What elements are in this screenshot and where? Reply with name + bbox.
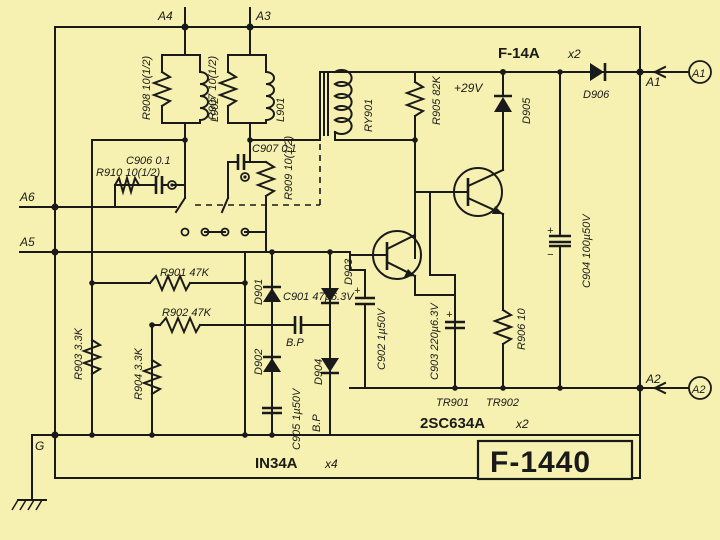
transistor-qty-label: x2 — [515, 417, 529, 431]
r905-label: R905 82K — [431, 75, 443, 125]
ry901-label: RY901 — [363, 99, 375, 132]
d903-label: D903 — [343, 258, 355, 285]
c905-bp-label: B.P — [311, 414, 323, 432]
r901-label: R901 47K — [160, 267, 210, 279]
svg-text:+: + — [547, 225, 554, 237]
d902-label: D902 — [253, 349, 265, 375]
pin-a4-label: A4 — [157, 9, 173, 23]
c901-label: C901 47µ6.3V — [283, 291, 355, 303]
d901-label: D901 — [253, 279, 265, 305]
diode-qty-label: x4 — [324, 457, 338, 471]
pin-a6-label: A6 — [19, 190, 35, 204]
l901-label: L901 — [275, 98, 287, 122]
snubber-section — [54, 139, 321, 253]
pin-a1-circle-label: A1 — [691, 68, 705, 80]
transistor-section: + — [349, 159, 514, 389]
diode-type-label: IN34A — [255, 455, 298, 472]
r904-label: R904 3.3K — [133, 347, 145, 400]
tr902-label: TR902 — [486, 397, 519, 409]
model-number: F-1440 — [490, 446, 591, 479]
r903-label: R903 3.3K — [73, 327, 85, 380]
r902-label: R902 47K — [162, 307, 212, 319]
power-section: + − — [404, 60, 712, 400]
tr901-label: TR901 — [436, 397, 469, 409]
c901-bp-label: B.P — [286, 337, 304, 349]
c904-label: C904 100µ50V — [581, 213, 593, 288]
detector-section: + — [81, 251, 375, 436]
svg-text:+: + — [354, 285, 361, 297]
d905-label: D905 — [521, 97, 533, 124]
r908-label: R908 10(1/2) — [141, 55, 153, 120]
pin-a5-label: A5 — [19, 235, 35, 249]
r906-label: R906 10 — [516, 308, 528, 350]
c906-label: C906 0.1 — [126, 155, 171, 167]
c903-label: C903 220µ6.3V — [429, 302, 441, 380]
r907-label: R907 10(1/2) — [207, 55, 219, 120]
fuse-qty-label: x2 — [567, 47, 581, 61]
pin-a1-label: A1 — [645, 75, 661, 89]
fuse-label: F-14A — [498, 45, 540, 62]
relay-ry901 — [323, 69, 416, 141]
coil-section — [91, 54, 336, 436]
plus29v-label: +29V — [454, 81, 483, 95]
pin-a3-label: A3 — [255, 9, 271, 23]
c907-label: C907 0.1 — [252, 143, 297, 155]
model-box — [476, 439, 634, 481]
junction-nodes — [51, 23, 563, 439]
d906-label: D906 — [583, 89, 610, 101]
svg-text:−: − — [547, 249, 554, 261]
pin-a2-circle-label: A2 — [691, 384, 705, 396]
r910-label: R910 10(1/2) — [96, 167, 161, 179]
c902-label: C902 1µ50V — [376, 307, 388, 370]
pin-g-label: G — [35, 439, 44, 453]
svg-text:+: + — [446, 309, 453, 321]
r909-label: R909 10(1/2) — [283, 135, 295, 200]
c905-label: C905 1µ50V — [291, 387, 303, 450]
l902-label: L902 — [209, 98, 221, 122]
d904-label: D904 — [313, 359, 325, 385]
pin-a2-label: A2 — [645, 372, 661, 386]
labels: A4 A3 A1 A2 A6 A5 G A1 A2 R908 10(1/2) L… — [19, 9, 705, 479]
transistor-type-label: 2SC634A — [420, 415, 485, 432]
